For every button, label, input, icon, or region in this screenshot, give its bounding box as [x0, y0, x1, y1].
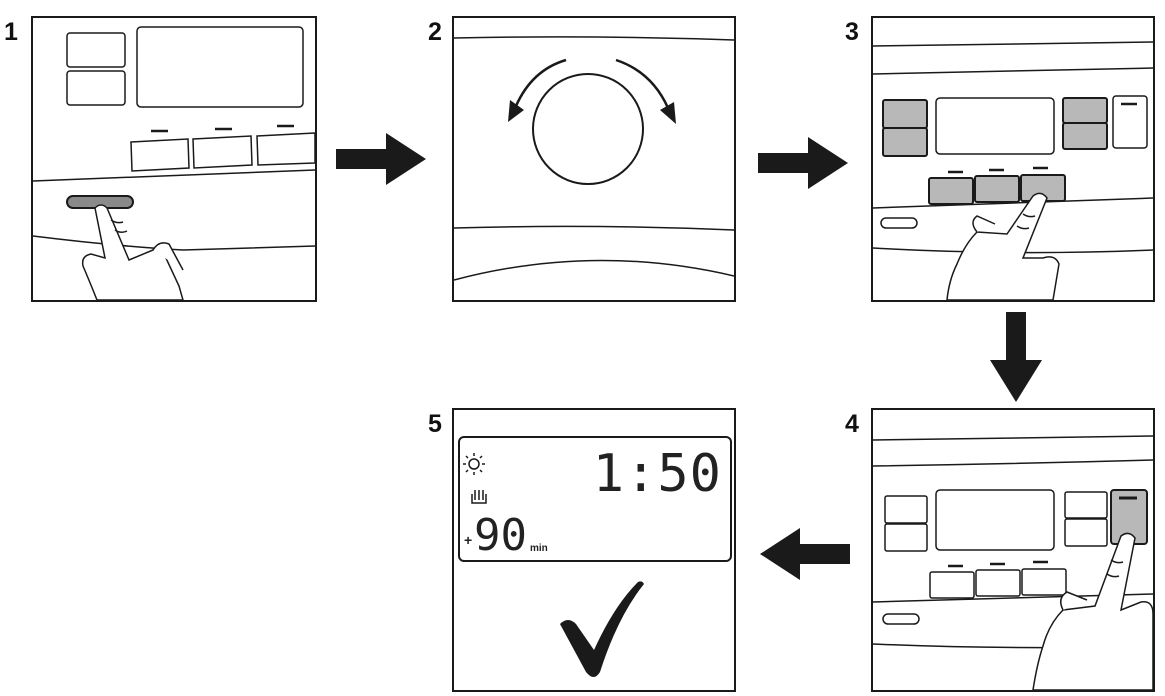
step-5-number: 5: [428, 410, 442, 438]
finger-hand-icon: [81, 204, 184, 300]
step-1-panel: [31, 16, 317, 302]
highlighted-buttons: [882, 97, 1108, 205]
step-3-number: 3: [845, 18, 859, 46]
sun-icon: [463, 453, 485, 475]
step-5-panel: 1:50 + 90 min: [452, 408, 736, 692]
finger-hand-icon: [946, 192, 1060, 300]
display-window: [136, 26, 304, 108]
control-panel-button: [66, 32, 126, 68]
step-3-panel: [871, 16, 1155, 302]
arrow-left-icon: [760, 528, 852, 585]
arrow-right-icon: [336, 133, 428, 190]
program-time: 1:50: [592, 444, 722, 504]
step-4-number: 4: [845, 410, 859, 438]
checkmark-icon: [560, 581, 644, 677]
finger-hand-icon: [1032, 532, 1153, 690]
step-2-panel: [452, 16, 736, 302]
step-2-number: 2: [428, 18, 442, 46]
display-window: [935, 489, 1055, 551]
program-knob: [532, 73, 644, 185]
display-window: [935, 97, 1055, 155]
rotate-arrows-icon: [514, 58, 670, 109]
step-4-panel: [871, 408, 1155, 692]
extra-time-value: 90: [474, 510, 527, 561]
extra-time-unit: min: [530, 543, 548, 554]
arrow-right-icon: [758, 137, 850, 194]
step-1-number: 1: [4, 18, 18, 46]
control-panel-button: [66, 70, 126, 106]
extra-time-prefix: +: [464, 532, 473, 548]
arrow-down-icon: [990, 312, 1042, 409]
lcd-display: [458, 436, 732, 562]
steam-icon: [471, 490, 487, 504]
